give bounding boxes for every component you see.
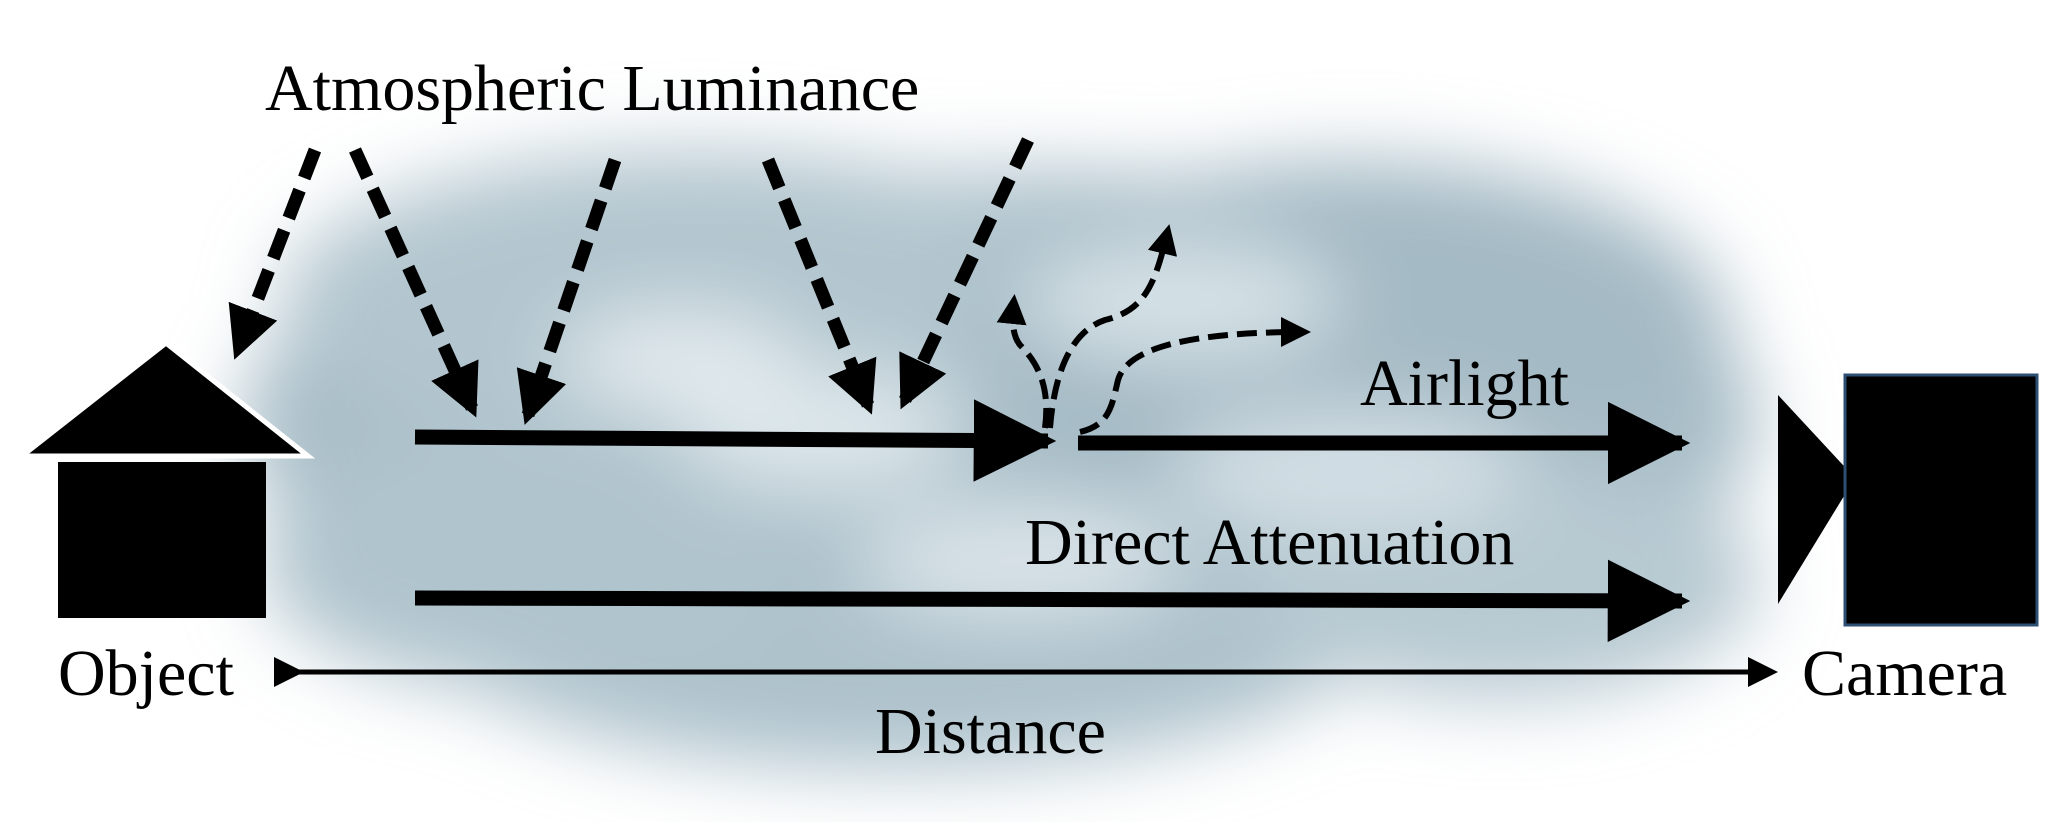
luminance-arrow-2 — [516, 157, 622, 425]
scatter-arrow-up-left — [996, 294, 1050, 429]
airlight-label: Airlight — [1360, 347, 1569, 420]
luminance-arrow-3 — [761, 157, 877, 415]
object-label: Object — [58, 637, 234, 710]
direct-attenuation-label: Direct Attenuation — [1025, 506, 1514, 579]
airlight-path-left — [414, 399, 1057, 482]
luminance-arrow-4 — [899, 137, 1034, 410]
scatter-arrow-up-right — [1047, 224, 1178, 429]
atmospheric-luminance-arrows — [228, 137, 1034, 425]
distance-label: Distance — [875, 695, 1106, 768]
luminance-arrow-to-object — [228, 147, 322, 360]
direct-attenuation-arrow — [414, 559, 1691, 643]
luminance-arrow-1 — [349, 147, 479, 418]
haze-cloud — [240, 150, 1760, 770]
scatter-arrow-right — [1079, 317, 1311, 435]
scattering-arrows — [996, 224, 1311, 435]
camera-icon — [1778, 373, 2039, 627]
camera-label: Camera — [1802, 637, 2007, 710]
atmospheric-luminance-label: Atmospheric Luminance — [265, 52, 919, 125]
house-icon — [14, 339, 316, 618]
light-paths — [414, 399, 1691, 643]
